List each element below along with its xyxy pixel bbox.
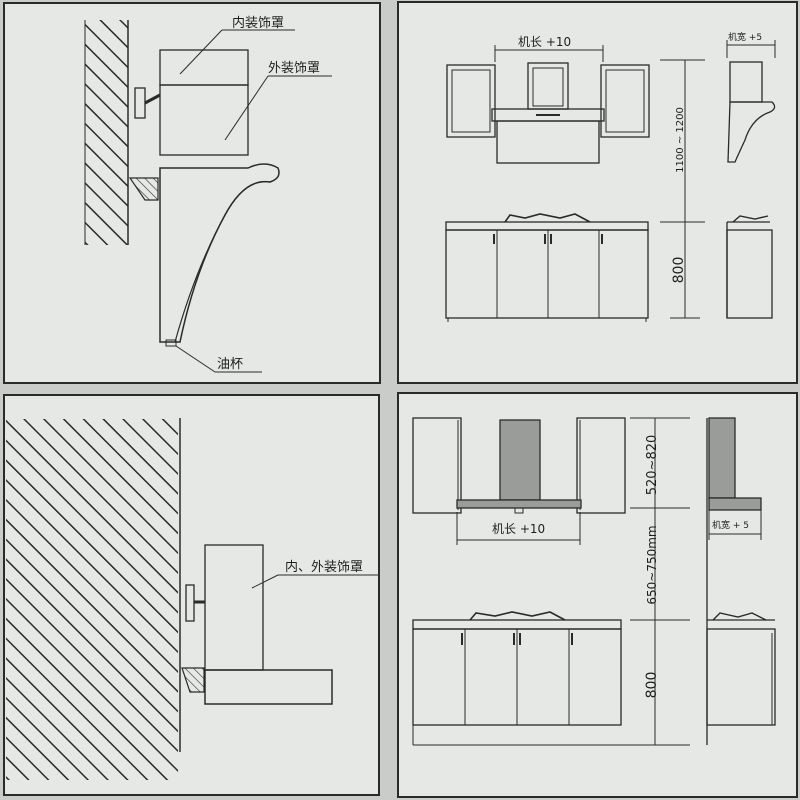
- label-counter-height-top: 800: [671, 257, 687, 284]
- upper-cabinet-left-bottom: [412, 417, 462, 514]
- label-hood-width-bottom: 机宽 + 5: [712, 519, 749, 531]
- upper-cabinet-left: [446, 64, 496, 138]
- panel-top-right: 机长 +10 1100 ~ 1200 800 机宽 +5: [397, 1, 798, 384]
- label-chimney-range: 520~820: [645, 435, 660, 496]
- wall-hatch: [85, 20, 128, 245]
- upper-cabinet-right-bottom: [576, 417, 626, 514]
- cooktop-burners-bottom: [469, 611, 566, 621]
- upper-cabinet-right: [600, 64, 650, 138]
- side-hood-arc: [727, 101, 776, 163]
- cooktop-burners: [504, 213, 591, 223]
- lower-bracket-bottom: [181, 667, 205, 693]
- label-height-range-top: 1100 ~ 1200: [675, 107, 686, 173]
- t-hood-body: [204, 669, 333, 705]
- label-hood-length-top: 机长 +10: [518, 35, 571, 49]
- base-cabinet: [445, 229, 649, 319]
- lower-bracket: [128, 177, 159, 201]
- side-canopy-bottom: [708, 497, 762, 511]
- wall-hatch-bottom: [6, 418, 178, 780]
- label-outer-cover: 外装饰罩: [268, 61, 320, 76]
- panel-top-left: 内装饰罩 外装饰罩 油杯: [3, 2, 381, 384]
- panel-bottom-left: 内、外装饰罩: [3, 394, 380, 796]
- label-hood-length-bottom: 机长 +10: [492, 522, 545, 536]
- oil-cup: [165, 339, 177, 347]
- side-chimney-bottom: [708, 417, 736, 499]
- hood-chimney: [499, 419, 541, 501]
- outer-cover: [159, 84, 249, 156]
- label-hood-width-top: 机宽 +5: [728, 31, 762, 43]
- label-oil-cup: 油杯: [217, 357, 243, 372]
- label-counter-height-bottom: 800: [644, 672, 660, 699]
- panel-bottom-right: 机长 +10 520~820 650~750mm 800 机宽 + 5: [397, 392, 798, 798]
- hood-canopy: [456, 499, 582, 509]
- label-inner-cover: 内装饰罩: [232, 15, 284, 31]
- label-covers: 内、外装饰罩: [285, 559, 363, 575]
- label-hood-range: 650~750mm: [645, 525, 659, 604]
